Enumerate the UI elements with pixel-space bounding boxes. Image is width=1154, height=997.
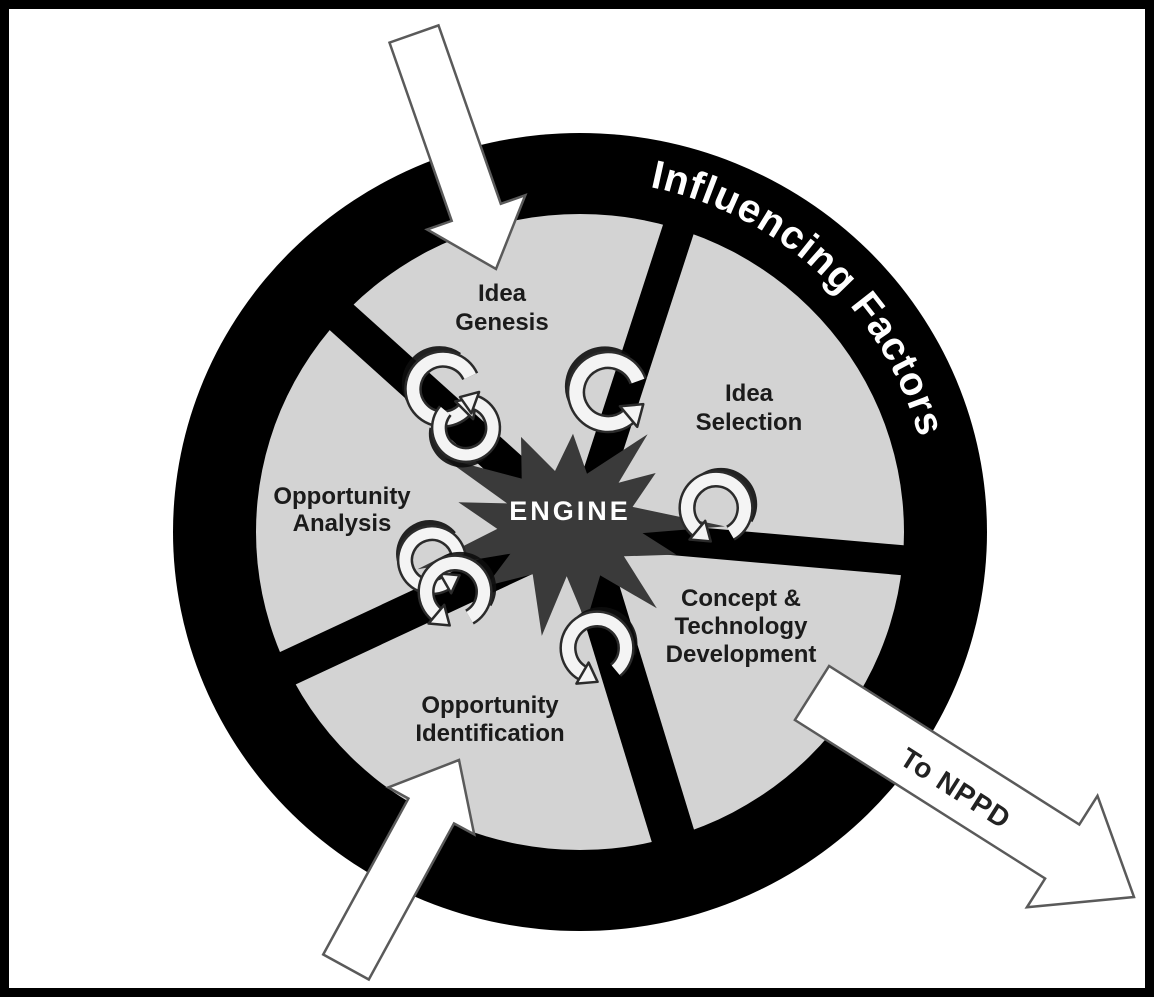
outflow-arrow-icon [793, 664, 1136, 909]
cycle-arrow-icon [428, 390, 502, 468]
segment-label-concept-technology-development: Concept & Technology Development [666, 585, 817, 668]
flow-arrows [321, 23, 1136, 982]
segment-label-line: Concept & [681, 585, 801, 612]
cycle-arrow-icon [564, 346, 647, 434]
segment-label-line: Identification [415, 720, 564, 747]
wheel-spoke [558, 525, 703, 872]
segment-label-line: Genesis [455, 309, 548, 336]
cycle-arrow-icon [559, 607, 638, 685]
segment-label-idea-selection: Idea Selection [696, 380, 803, 436]
engine-starburst-shape [417, 433, 725, 636]
engine-label: ENGINE [509, 496, 631, 526]
segment-label-line: Development [666, 641, 817, 668]
segment-label-line: Opportunity [421, 692, 559, 719]
inflow-arrow-top-icon [387, 23, 528, 271]
segment-label-opportunity-analysis: Opportunity Analysis [273, 483, 411, 537]
segment-label-line: Analysis [293, 510, 392, 537]
segment-label-line: Technology [675, 613, 809, 640]
segment-label-opportunity-identification: Opportunity Identification [415, 692, 564, 747]
engine-starburst [417, 433, 725, 636]
segment-label-idea-genesis: Idea Genesis [455, 280, 548, 336]
cycle-arrow-icon [417, 551, 497, 627]
segment-label-line: Opportunity [273, 483, 411, 510]
segment-label-line: Idea [478, 280, 527, 307]
cycle-arrows [396, 346, 758, 685]
segment-label-line: Selection [696, 409, 803, 436]
inflow-arrow-bottom-icon [321, 758, 476, 982]
segment-label-line: Idea [725, 380, 774, 407]
cycle-arrow-icon [678, 467, 758, 543]
